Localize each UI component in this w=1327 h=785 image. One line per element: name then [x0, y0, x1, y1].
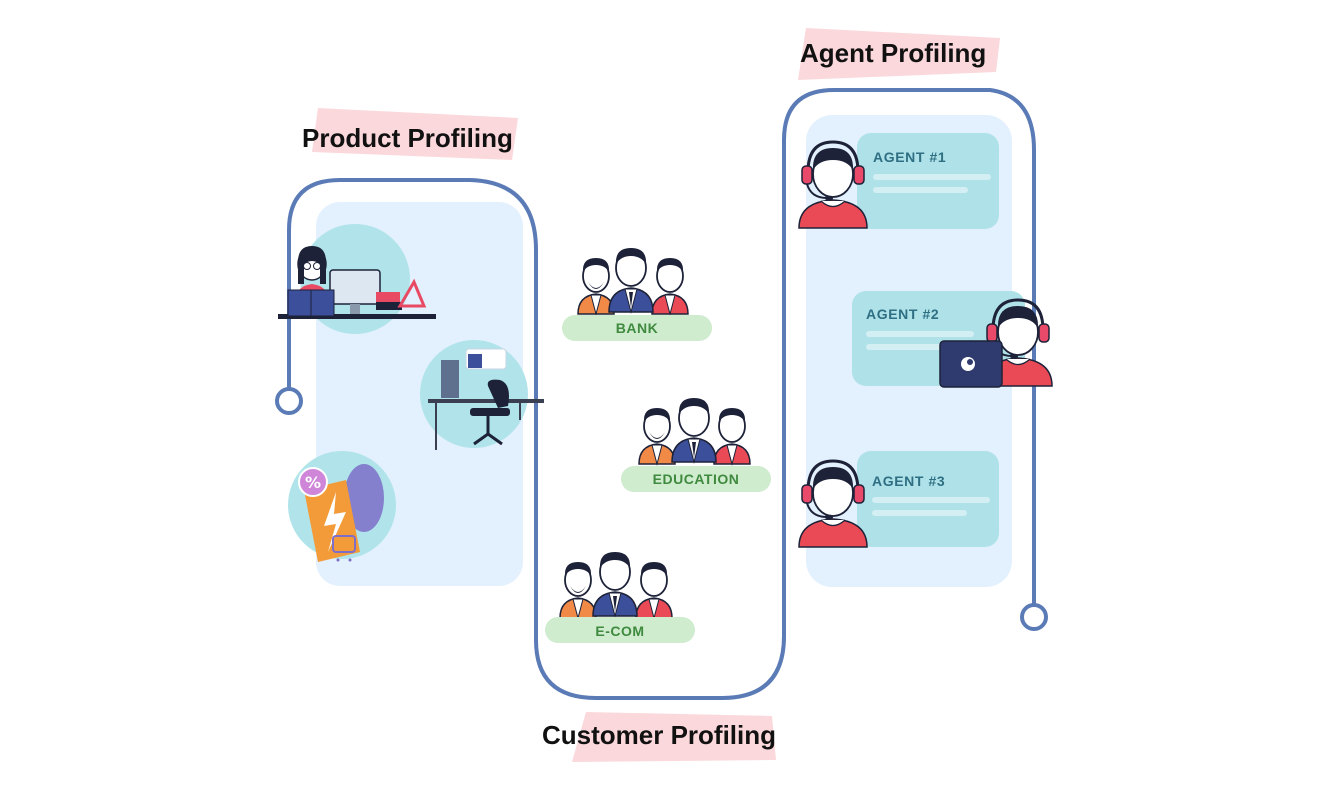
- group-label-bank: BANK: [616, 320, 658, 336]
- group-label-education: EDUCATION: [653, 471, 740, 487]
- agent-title-highlight: [798, 28, 1000, 80]
- desk-reader-illustration: [278, 224, 436, 334]
- product-title: Product Profiling: [302, 123, 513, 153]
- flow-path: [287, 88, 1036, 700]
- agent-3-line-2: [872, 510, 967, 516]
- customer-title: Customer Profiling: [542, 720, 776, 750]
- agent-2-line-2: [866, 344, 956, 350]
- sale-tag-illustration: %: [288, 451, 396, 562]
- svg-text:%: %: [305, 473, 321, 492]
- path-start-node: [275, 387, 303, 415]
- group-label-education-bg: [621, 466, 771, 492]
- customer-title-highlight: [572, 712, 776, 762]
- customer-group-ecom: E-COM: [545, 551, 695, 643]
- agent-label-2: AGENT #2: [866, 306, 939, 322]
- path-end-node: [1020, 603, 1048, 631]
- office-chair-illustration: [420, 340, 544, 450]
- group-label-ecom-bg: [545, 617, 695, 643]
- agent-card-2: AGENT #2: [852, 291, 1054, 388]
- agent-1-line-2: [873, 187, 968, 193]
- laptop-icon: [939, 340, 1003, 388]
- agent-2-line-1: [866, 331, 974, 337]
- customer-group-bank: BANK: [562, 247, 712, 341]
- agent-1-line-1: [873, 174, 991, 180]
- agent-label-1: AGENT #1: [873, 149, 946, 165]
- agent-card-1: AGENT #1: [797, 133, 999, 230]
- agent-title: Agent Profiling: [800, 38, 986, 68]
- agent-3-line-1: [872, 497, 990, 503]
- group-label-ecom: E-COM: [595, 623, 644, 639]
- product-title-highlight: [312, 108, 518, 160]
- agent-label-3: AGENT #3: [872, 473, 945, 489]
- agent-card-3: AGENT #3: [797, 451, 999, 549]
- group-label-bank-bg: [562, 315, 712, 341]
- customer-group-education: EDUCATION: [621, 397, 771, 492]
